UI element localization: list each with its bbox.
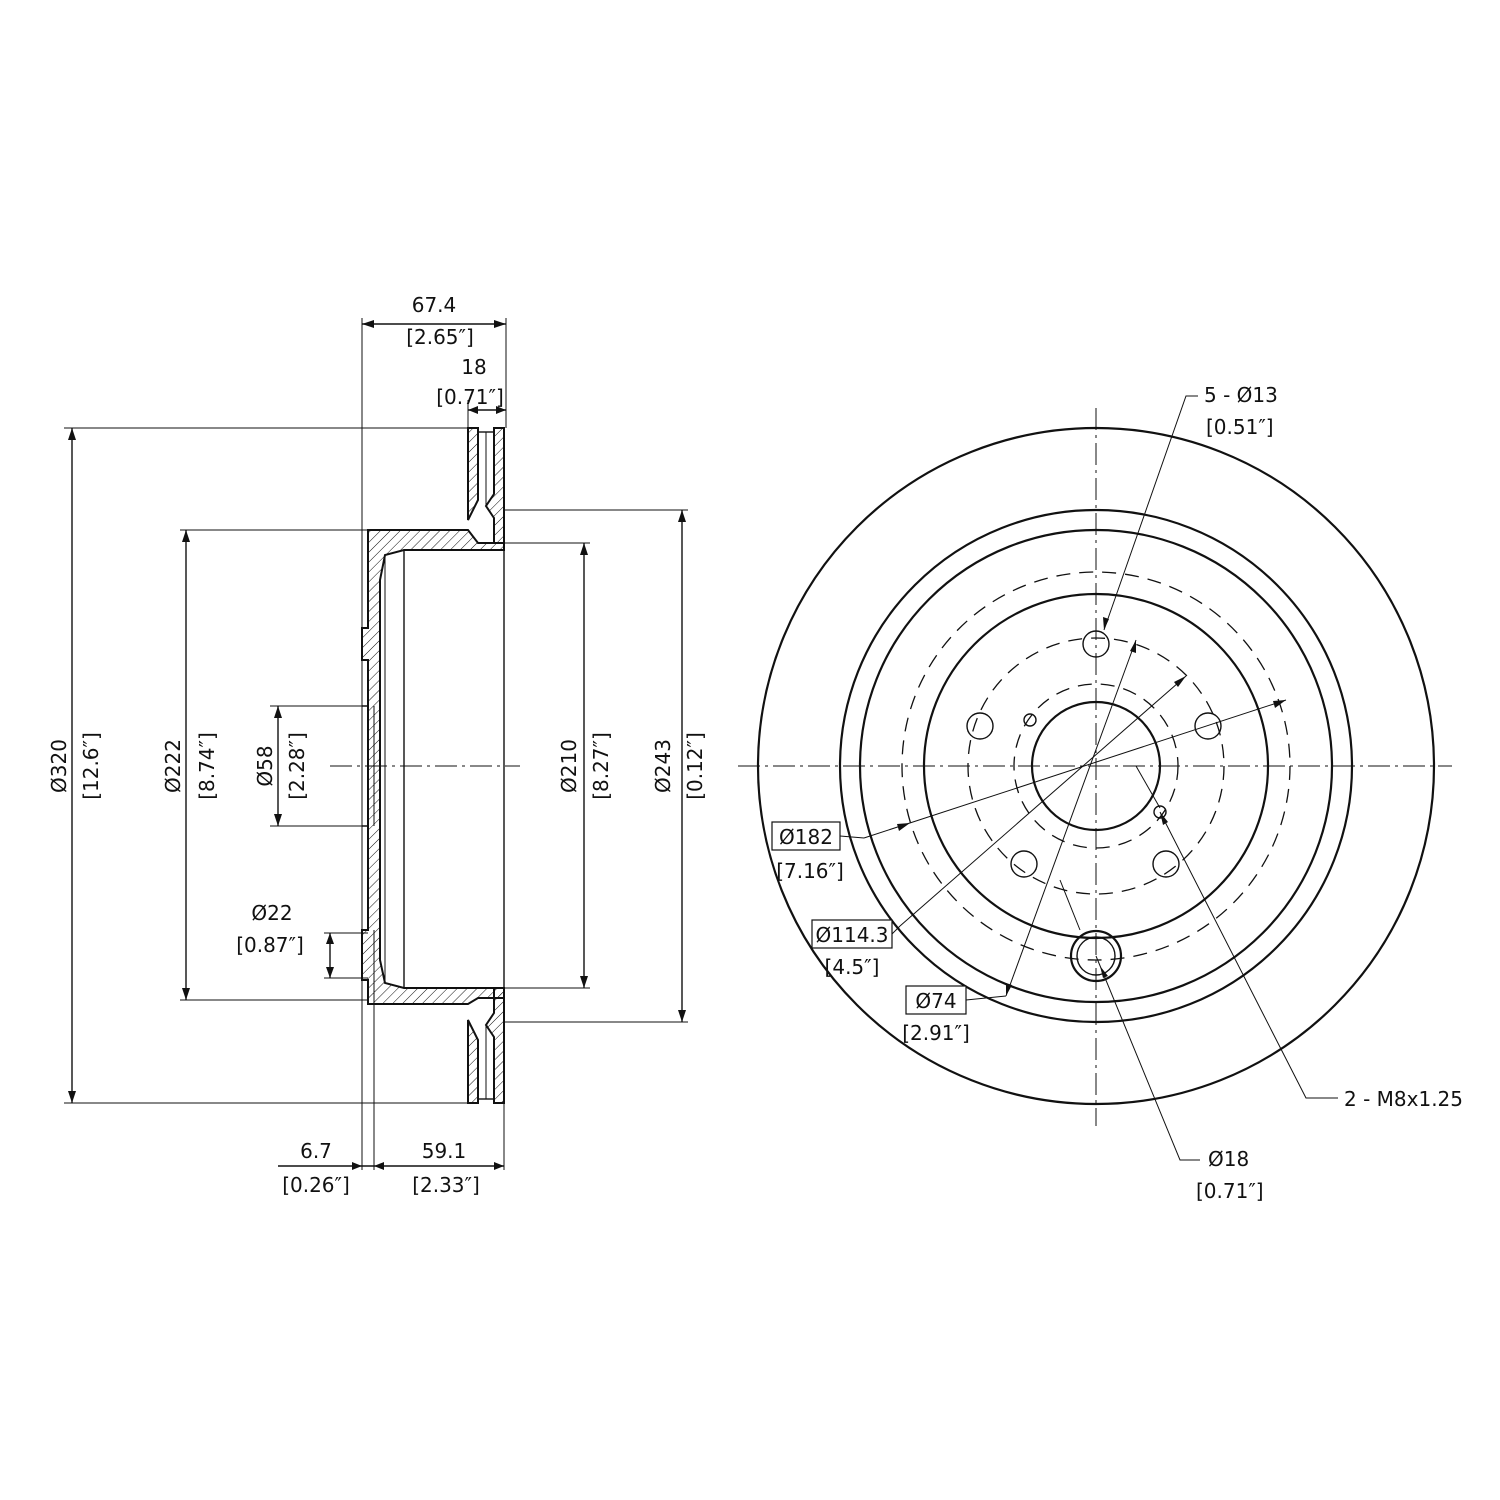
dim-mounting-hole: Ø22 [0.87″] bbox=[236, 901, 334, 978]
dim-inner-friction-diameter-in: [0.12″] bbox=[683, 732, 707, 800]
hat-outer-edge bbox=[858, 528, 1334, 1004]
top-friction-ring-section-outer bbox=[484, 427, 505, 544]
callout-drain-hole-in: [0.71″] bbox=[1196, 1179, 1264, 1203]
callout-bolt-holes-in: [0.51″] bbox=[1206, 415, 1274, 439]
dim-outer-diameter-in: [12.6″] bbox=[79, 732, 103, 800]
bolt-hole-2 bbox=[1194, 712, 1222, 740]
dim-disc-thickness: 18 [0.71″] bbox=[436, 355, 506, 414]
dim-center-bore: Ø58 [2.28″] bbox=[253, 706, 309, 826]
callout-bolt-circle-frame bbox=[811, 919, 893, 949]
threaded-hole-1 bbox=[1023, 713, 1037, 727]
dim-center-bore-in: [2.28″] bbox=[285, 732, 309, 800]
callout-bolt-holes-mm: 5 - Ø13 bbox=[1204, 383, 1278, 407]
dim-center-bore-mm: Ø58 bbox=[253, 745, 277, 786]
dim-hat-height-mm: 59.1 bbox=[422, 1139, 467, 1163]
callout-bolt-circle-mm: Ø114.3 bbox=[816, 923, 889, 947]
dim-disc-thickness-mm: 18 bbox=[461, 355, 486, 379]
bottom-friction-ring-section bbox=[467, 1019, 479, 1104]
dim-hat-height-in: [2.33″] bbox=[412, 1173, 480, 1197]
callout-diameter-182-in: [7.16″] bbox=[776, 859, 844, 883]
dim-hat-diameter: Ø222 [8.74″] bbox=[161, 530, 219, 1000]
dim-inner-friction-diameter: Ø243 [0.12″] bbox=[651, 510, 707, 1022]
callout-bolt-circle: Ø114.3 [4.5″] bbox=[811, 919, 901, 979]
dim-hub-diameter-in: [8.27″] bbox=[589, 732, 613, 800]
callout-pilot: Ø74 [2.91″] bbox=[902, 985, 1007, 1045]
callout-bolt-circle-in: [4.5″] bbox=[825, 955, 880, 979]
dim-inner-friction-diameter-mm: Ø243 bbox=[651, 739, 675, 793]
friction-ring-inner-edge bbox=[838, 508, 1354, 1024]
callout-pilot-mm: Ø74 bbox=[915, 989, 956, 1013]
drain-hole bbox=[1069, 929, 1123, 983]
bolt-hole-1 bbox=[1082, 630, 1110, 658]
bolt-hole-4 bbox=[1010, 850, 1038, 878]
callout-drain-hole: Ø18 [0.71″] bbox=[1095, 955, 1264, 1203]
callout-bolt-holes: 5 - Ø13 [0.51″] bbox=[1103, 383, 1278, 631]
callout-threaded-holes: 2 - M8x1.25 bbox=[1159, 811, 1463, 1111]
callout-diameter-182-mm: Ø182 bbox=[779, 825, 833, 849]
dim-mounting-hole-mm: Ø22 bbox=[251, 901, 292, 925]
hat-inner-hidden-edge bbox=[901, 571, 1291, 961]
side-section-view: 67.4 [2.65″] 18 [0.71″] Ø320 [12.6″] Ø22… bbox=[47, 293, 707, 1197]
dim-hat-height: 59.1 [2.33″] bbox=[374, 1139, 504, 1197]
center-bore bbox=[1030, 700, 1162, 832]
dim-hub-diameter-mm: Ø210 bbox=[557, 739, 581, 793]
callout-diameter-182: Ø182 [7.16″] bbox=[771, 821, 865, 883]
drain-hole-inner bbox=[1076, 936, 1116, 976]
dim-hat-diameter-in: [8.74″] bbox=[195, 732, 219, 800]
dim-overall-width: 67.4 [2.65″] bbox=[362, 293, 506, 349]
bolt-hole-3 bbox=[1152, 850, 1180, 878]
dim-hat-flange-thickness-in: [0.26″] bbox=[282, 1173, 350, 1197]
dim-outer-diameter: Ø320 [12.6″] bbox=[47, 428, 103, 1103]
hat-section bbox=[361, 529, 505, 1005]
callout-threaded-holes-mm: 2 - M8x1.25 bbox=[1344, 1087, 1463, 1111]
bolt-circle bbox=[967, 637, 1225, 895]
dim-hat-flange-thickness-mm: 6.7 bbox=[300, 1139, 332, 1163]
dim-outer-diameter-mm: Ø320 bbox=[47, 739, 71, 793]
bottom-friction-ring-section-outer bbox=[484, 987, 505, 1104]
bolt-hole-5 bbox=[966, 712, 994, 740]
front-view bbox=[738, 408, 1452, 1126]
dim-mounting-hole-in: [0.87″] bbox=[236, 933, 304, 957]
callout-diameter-182-frame bbox=[771, 821, 841, 851]
pilot-hidden-edge bbox=[1013, 683, 1179, 849]
hub-face-edge bbox=[922, 592, 1270, 940]
dim-hat-flange-thickness: 6.7 [0.26″] bbox=[278, 1139, 384, 1197]
dim-disc-thickness-in: [0.71″] bbox=[436, 385, 504, 409]
callout-drain-hole-mm: Ø18 bbox=[1208, 1147, 1249, 1171]
dim-hat-diameter-mm: Ø222 bbox=[161, 739, 185, 793]
threaded-hole-2 bbox=[1153, 805, 1167, 819]
dim-overall-width-mm: 67.4 bbox=[412, 293, 457, 317]
dim-overall-width-in: [2.65″] bbox=[406, 325, 474, 349]
dim-hub-diameter: Ø210 [8.27″] bbox=[557, 543, 613, 988]
top-friction-ring-section bbox=[467, 427, 479, 521]
rotor-outer-edge bbox=[756, 426, 1436, 1106]
callout-pilot-in: [2.91″] bbox=[902, 1021, 970, 1045]
